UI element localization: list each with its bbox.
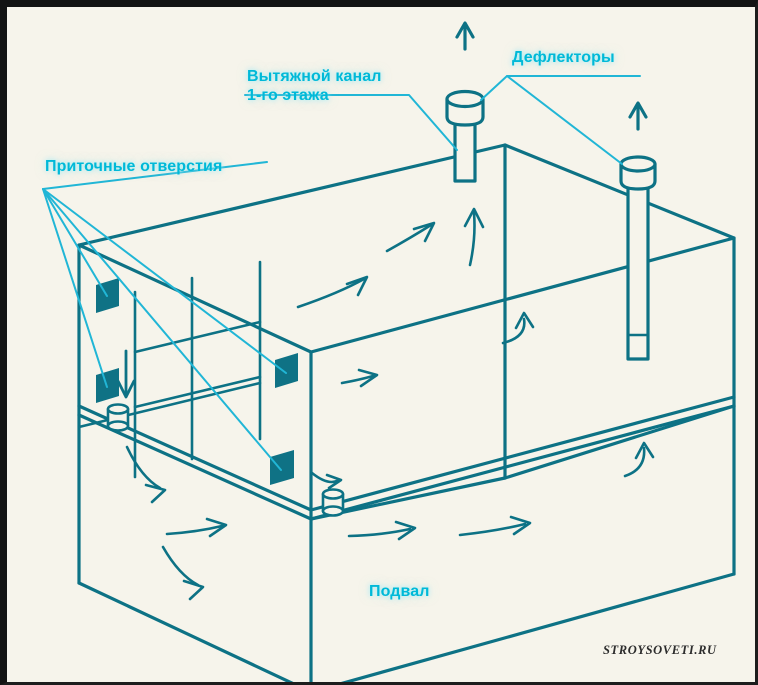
airflow-arrows <box>116 207 655 601</box>
leader-lines-supply <box>42 161 287 471</box>
deflector-pipe-left <box>445 21 485 183</box>
leader-lines-deflectors <box>480 75 641 165</box>
label-basement: Подвал <box>369 583 430 600</box>
leader-line-exhaust <box>244 94 458 151</box>
deflector-pipe-right <box>619 101 657 361</box>
watermark: STROYSOVETI.RU <box>603 643 717 657</box>
floor-duct-right <box>321 488 345 517</box>
label-exhaust-duct: Вытяжной канал 1-го этажа <box>247 68 382 104</box>
ventilation-isometric-diagram <box>42 21 736 682</box>
label-deflectors: Дефлекторы <box>512 49 615 66</box>
floor-duct-left <box>106 403 130 432</box>
label-supply-openings: Приточные отверстия <box>45 158 223 175</box>
